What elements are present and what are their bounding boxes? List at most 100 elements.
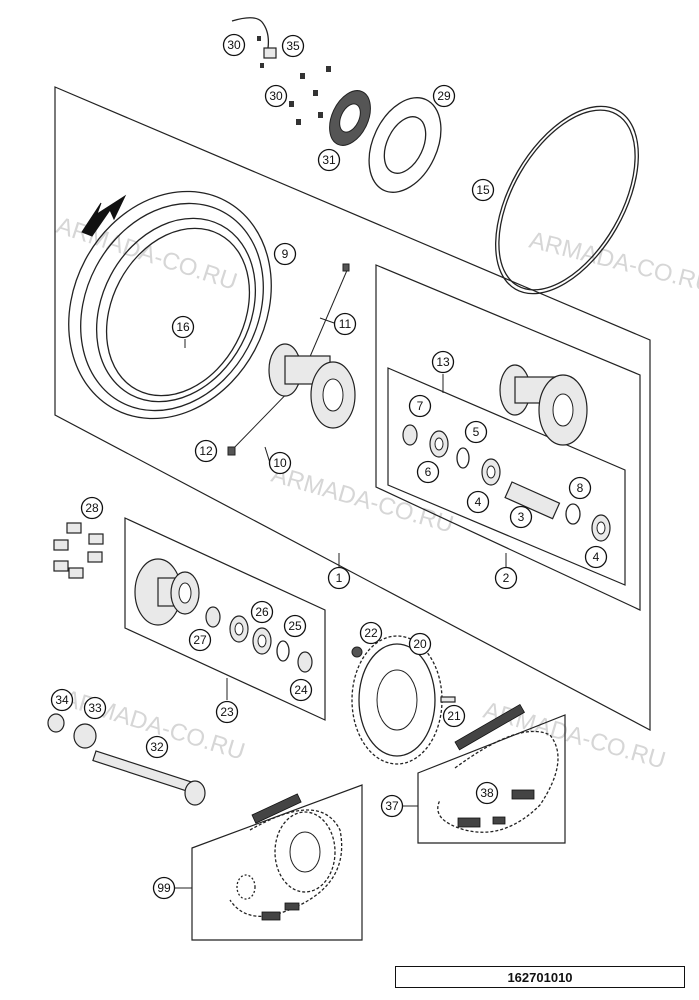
circlip-25 [276, 640, 290, 662]
callout-30a: 30 [222, 33, 246, 57]
svg-text:15: 15 [476, 183, 490, 197]
callout-1: 1 [327, 566, 351, 590]
watermark-5: ARMADA-CO.RU [480, 697, 668, 775]
callout-31: 31 [317, 148, 341, 172]
wheel-spindle-head [184, 780, 206, 806]
svg-text:13: 13 [436, 355, 450, 369]
callout-5: 5 [464, 420, 488, 444]
spacer-8 [565, 503, 581, 525]
callout-29: 29 [432, 84, 456, 108]
svg-text:37: 37 [385, 799, 399, 813]
svg-text:23: 23 [220, 705, 234, 719]
callout-6: 6 [416, 460, 440, 484]
svg-text:34: 34 [55, 693, 69, 707]
callout-38: 38 [475, 781, 499, 805]
rim [68, 190, 272, 420]
callout-4b: 4 [584, 545, 608, 569]
svg-text:30: 30 [227, 38, 241, 52]
drive-kit-rear-sprocket-bore [289, 831, 321, 873]
svg-text:31: 31 [322, 153, 336, 167]
wheel-assembly-frame [54, 86, 651, 731]
svg-text:22: 22 [364, 626, 378, 640]
svg-text:99: 99 [157, 881, 171, 895]
drive-kit-link-b [284, 902, 300, 911]
speed-sensor [263, 47, 277, 59]
circlip-5 [456, 447, 470, 469]
brake-disc [368, 97, 442, 193]
svg-text:4: 4 [593, 550, 600, 564]
rear-sprocket [351, 635, 443, 765]
svg-text:11: 11 [339, 317, 352, 331]
svg-text:8: 8 [577, 481, 584, 495]
svg-text:25: 25 [288, 619, 302, 633]
callout-33: 33 [83, 696, 107, 720]
svg-text:35: 35 [286, 39, 300, 53]
callout-16: 16 [171, 315, 195, 339]
sprocket-screw [440, 696, 456, 703]
chain-segment [454, 703, 525, 751]
callout-12: 12 [194, 439, 218, 463]
svg-text:12: 12 [199, 444, 213, 458]
callout-4a: 4 [466, 490, 490, 514]
svg-text:5: 5 [473, 425, 480, 439]
seal-24 [297, 651, 313, 673]
callout-15: 15 [471, 178, 495, 202]
callout-28: 28 [80, 496, 104, 520]
svg-text:3: 3 [518, 510, 525, 524]
callout-3: 3 [509, 505, 533, 529]
callout-21: 21 [442, 704, 466, 728]
svg-text:4: 4 [475, 495, 482, 509]
svg-text:20: 20 [413, 637, 427, 651]
bearing-6-bore [434, 437, 444, 451]
wheel-hub [268, 343, 356, 429]
callout-9: 9 [273, 242, 297, 266]
svg-text:6: 6 [425, 465, 432, 479]
svg-text:33: 33 [88, 701, 102, 715]
svg-text:10: 10 [273, 456, 287, 470]
callout-35: 35 [281, 34, 305, 58]
rim-tape [495, 105, 639, 295]
svg-text:27: 27 [193, 633, 207, 647]
hub-13 [499, 364, 588, 446]
callout-25: 25 [283, 614, 307, 638]
sprocket-nut [351, 646, 363, 658]
callout-27: 27 [188, 628, 212, 652]
spindle-nut-33 [73, 723, 97, 749]
callout-24: 24 [289, 678, 313, 702]
callout-34: 34 [50, 688, 74, 712]
svg-text:29: 29 [437, 89, 451, 103]
distance-sleeve-3 [504, 481, 561, 520]
drive-kit-link-a [261, 911, 281, 921]
chain-link-38a [511, 789, 535, 800]
drawing-number: 162701010 [395, 966, 685, 988]
callout-2: 2 [494, 566, 518, 590]
hub-parts-frame [387, 367, 626, 586]
chain-clip [492, 816, 506, 825]
callout-32: 32 [145, 735, 169, 759]
svg-text:1: 1 [336, 571, 343, 585]
svg-text:24: 24 [294, 683, 308, 697]
callout-37: 37 [380, 794, 404, 818]
callout-7: 7 [408, 394, 432, 418]
spoke-nipple [227, 446, 236, 456]
svg-text:7: 7 [417, 399, 424, 413]
callout-10: 10 [268, 451, 292, 475]
speed-sensor-cable [231, 17, 270, 49]
drive-kit-front-sprocket [236, 874, 256, 900]
damper-rubbers [53, 522, 104, 579]
seal-7 [402, 424, 418, 446]
watermark-2: ARMADA-CO.RU [527, 227, 699, 299]
disc-carrier [329, 90, 371, 146]
svg-text:21: 21 [447, 709, 461, 723]
drive-kit-rear-sprocket [274, 811, 336, 893]
svg-text:32: 32 [150, 740, 164, 754]
chain-loop [437, 730, 559, 833]
bearing-4b-bore [596, 521, 606, 535]
hub-assembly-frame [375, 264, 641, 611]
bearing-26-bore [234, 622, 244, 636]
callout-23: 23 [215, 700, 239, 724]
drive-kit-chain-loop [229, 809, 343, 917]
watermark-1: ARMADA-CO.RU [53, 212, 240, 296]
svg-text:2: 2 [503, 571, 510, 585]
